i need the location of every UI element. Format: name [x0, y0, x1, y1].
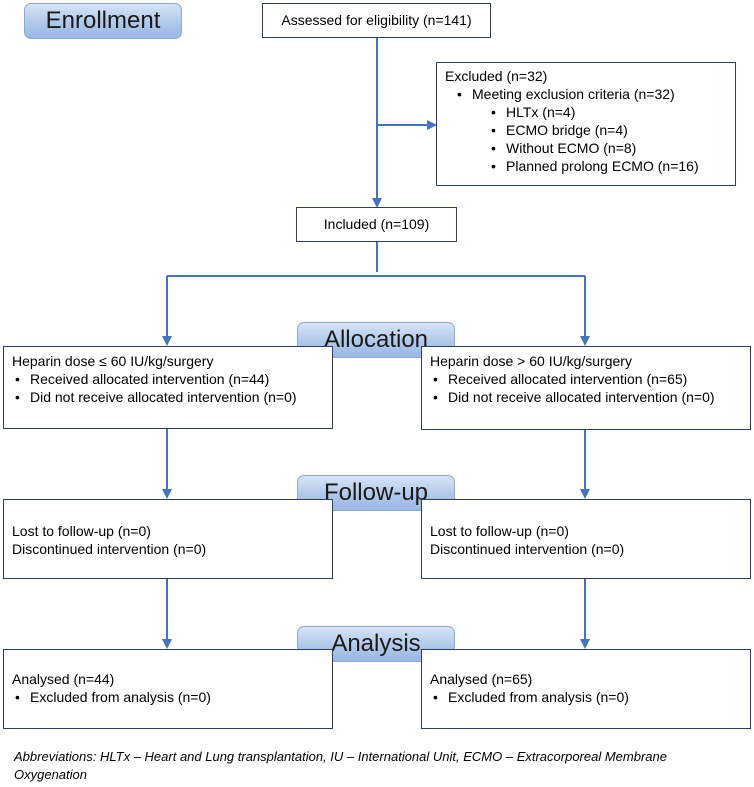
allocation-left-box: Heparin dose ≤ 60 IU/kg/surgery Received…	[3, 346, 333, 429]
assessed-box: Assessed for eligibility (n=141)	[262, 3, 491, 38]
allocation-right-title: Heparin dose > 60 IU/kg/surgery	[430, 353, 632, 369]
included-box: Included (n=109)	[296, 207, 457, 242]
allocation-right-box: Heparin dose > 60 IU/kg/surgery Received…	[421, 346, 751, 430]
allocation-left-item: Did not receive allocated intervention (…	[15, 388, 324, 406]
analysis-right-analysed: Analysed (n=65)	[430, 671, 533, 687]
excluded-box: Excluded (n=32) Meeting exclusion criter…	[436, 62, 736, 186]
exclusion-item: Planned prolong ECMO (n=16)	[491, 157, 727, 175]
followup-right-discontinued: Discontinued intervention (n=0)	[430, 541, 625, 557]
followup-left-lost: Lost to follow-up (n=0)	[12, 523, 151, 539]
allocation-left-item: Received allocated intervention (n=44)	[15, 370, 324, 388]
abbreviations-note: Abbreviations: HLTx – Heart and Lung tra…	[14, 749, 667, 782]
followup-right-box: Lost to follow-up (n=0) Discontinued int…	[421, 499, 751, 579]
exclusion-item: HLTx (n=4)	[491, 103, 727, 121]
included-text: Included (n=109)	[323, 216, 430, 232]
analysis-right-box: Analysed (n=65) Excluded from analysis (…	[421, 649, 751, 729]
assessed-text: Assessed for eligibility (n=141)	[281, 12, 472, 28]
followup-right-lost: Lost to follow-up (n=0)	[430, 523, 569, 539]
exclusion-item: Without ECMO (n=8)	[491, 139, 727, 157]
analysis-right-excluded: Excluded from analysis (n=0)	[433, 688, 742, 706]
followup-left-discontinued: Discontinued intervention (n=0)	[12, 541, 207, 557]
stage-enrollment: Enrollment	[24, 3, 182, 39]
followup-left-box: Lost to follow-up (n=0) Discontinued int…	[3, 499, 333, 579]
exclusion-item: ECMO bridge (n=4)	[491, 121, 727, 139]
allocation-left-title: Heparin dose ≤ 60 IU/kg/surgery	[12, 353, 214, 369]
allocation-right-item: Did not receive allocated intervention (…	[433, 388, 742, 406]
analysis-left-analysed: Analysed (n=44)	[12, 671, 115, 687]
exclusion-criteria: Meeting exclusion criteria (n=32)	[457, 85, 727, 103]
allocation-right-item: Received allocated intervention (n=65)	[433, 370, 742, 388]
analysis-left-box: Analysed (n=44) Excluded from analysis (…	[3, 649, 333, 729]
excluded-title: Excluded (n=32)	[445, 68, 548, 84]
analysis-left-excluded: Excluded from analysis (n=0)	[15, 688, 324, 706]
